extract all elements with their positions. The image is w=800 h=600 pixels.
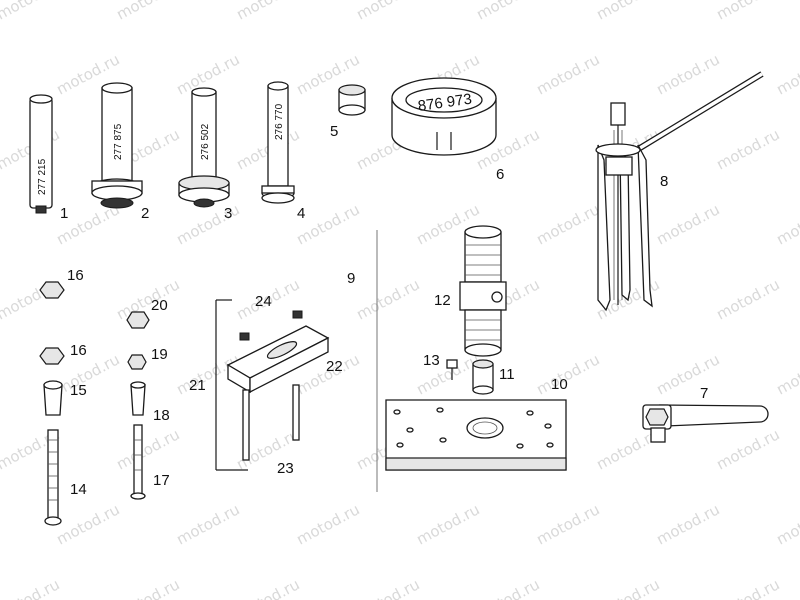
watermark-text: motod.ru [773, 350, 800, 398]
part-10-base-plate [385, 399, 567, 471]
callout-9: 9 [347, 270, 355, 287]
watermark-text: motod.ru [353, 0, 422, 24]
callout-20: 20 [151, 297, 168, 314]
bolt-14-threads [48, 439, 58, 501]
watermark-text: motod.ru [0, 50, 3, 98]
callout-7: 7 [700, 385, 708, 402]
part-11-spacer [472, 359, 494, 395]
callout-17: 17 [153, 472, 170, 489]
callout-12: 12 [434, 292, 451, 309]
callout-6: 6 [496, 166, 504, 183]
part-6-split-ring: 876 973 [391, 77, 497, 156]
callout-18: 18 [153, 407, 170, 424]
part-13-bolt [446, 359, 458, 380]
callout-24: 24 [255, 293, 272, 310]
watermark-text: motod.ru [653, 200, 722, 248]
part-number-276502: 276 502 [200, 123, 211, 160]
plate-holes [393, 407, 554, 449]
callout-2: 2 [141, 205, 149, 222]
callout-5: 5 [330, 123, 338, 140]
watermark-text: motod.ru [533, 200, 602, 248]
parts-21-24-bracket [215, 299, 330, 471]
part-number-277875: 277 875 [113, 123, 124, 160]
callout-labels: 1 2 3 4 5 6 7 8 9 10 11 12 13 14 15 16 1… [60, 123, 708, 498]
watermark-text: motod.ru [113, 0, 182, 24]
watermark-text: motod.ru [773, 50, 800, 98]
part-7-wrench [642, 404, 769, 443]
callout-19: 19 [151, 346, 168, 363]
watermark-text: motod.ru [473, 575, 542, 600]
watermark-text: motod.ru [773, 500, 800, 548]
watermark-text: motod.ru [53, 350, 122, 398]
callout-15: 15 [70, 382, 87, 399]
callout-16-bottom: 16 [70, 342, 87, 359]
part-1-drift: 277 215 [29, 94, 53, 214]
part-number-277215: 277 215 [37, 158, 48, 195]
watermark-text: motod.ru [0, 200, 3, 248]
part-3-drift: 276 502 [178, 87, 230, 208]
watermark-text: motod.ru [653, 500, 722, 548]
part-8-puller [595, 71, 764, 312]
watermark-text: motod.ru [173, 500, 242, 548]
watermark-text: motod.ru [53, 500, 122, 548]
watermark-text: motod.ru [713, 0, 782, 24]
watermark-text: motod.ru [713, 125, 782, 173]
callout-22: 22 [326, 358, 343, 375]
watermark-text: motod.ru [293, 500, 362, 548]
watermark-text: motod.ru [533, 500, 602, 548]
part-5-cap [338, 84, 366, 116]
part-number-276770: 276 770 [274, 103, 285, 140]
callout-10: 10 [551, 376, 568, 393]
watermark-text: motod.ru [653, 350, 722, 398]
watermark-text: motod.ru [0, 0, 63, 24]
thread-lines [465, 244, 501, 276]
watermark-text: motod.ru [593, 0, 662, 24]
watermark-text: motod.ru [0, 575, 63, 600]
watermark-text: motod.ru [533, 50, 602, 98]
watermark-text: motod.ru [113, 425, 182, 473]
callout-3: 3 [224, 205, 232, 222]
watermark-text: motod.ru [653, 50, 722, 98]
watermark-text: motod.ru [413, 500, 482, 548]
watermark-text: motod.ru [473, 0, 542, 24]
callout-4: 4 [297, 205, 305, 222]
watermark-text: motod.ru [593, 575, 662, 600]
parts-14-20-bolts-and-nuts [39, 281, 150, 526]
part-2-drift: 277 875 [91, 82, 143, 209]
watermark-text: motod.ru [233, 575, 302, 600]
watermark-text: motod.ru [533, 350, 602, 398]
watermark-text: motod.ru [713, 575, 782, 600]
watermark-text: motod.ru [713, 425, 782, 473]
callout-8: 8 [660, 173, 668, 190]
watermark-text: motod.ru [233, 0, 302, 24]
callout-21: 21 [189, 377, 206, 394]
part-12-threaded-sleeve [459, 225, 507, 357]
callout-1: 1 [60, 205, 68, 222]
watermark-text: motod.ru [353, 575, 422, 600]
callout-14: 14 [70, 481, 87, 498]
part-4-drift: 276 770 [261, 81, 295, 204]
watermark-text: motod.ru [113, 575, 182, 600]
watermark-text: motod.ru [713, 275, 782, 323]
callout-23: 23 [277, 460, 294, 477]
watermark-text: motod.ru [353, 275, 422, 323]
callout-13: 13 [423, 352, 440, 369]
watermark-text: motod.ru [113, 275, 182, 323]
callout-11: 11 [499, 366, 515, 383]
callout-16-top: 16 [67, 267, 84, 284]
watermark-text: motod.ru [773, 200, 800, 248]
watermark-text: motod.ru [0, 500, 3, 548]
watermark-text: motod.ru [0, 350, 3, 398]
